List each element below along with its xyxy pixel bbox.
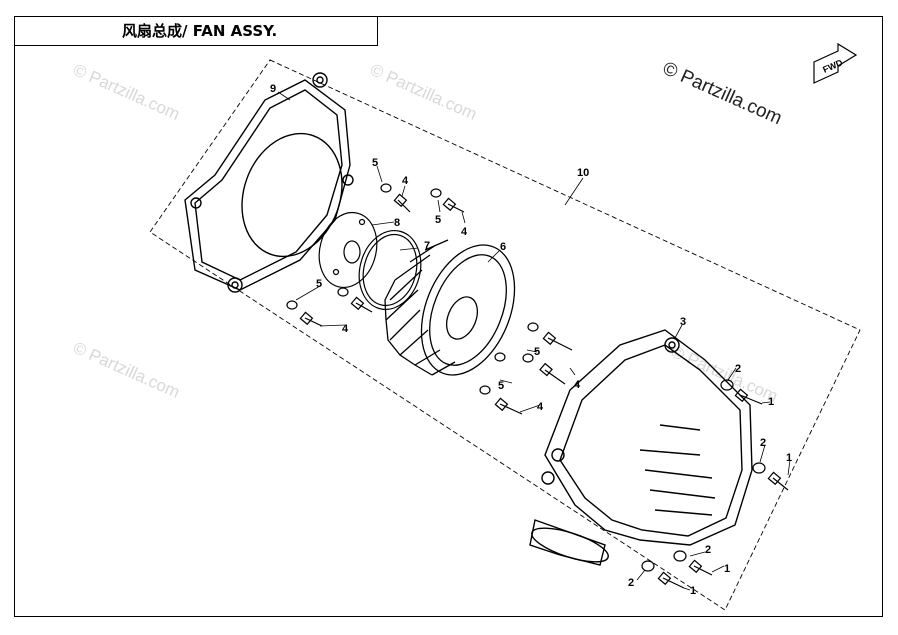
callout-2: 2 [760,437,766,449]
assembly-outline [149,59,861,611]
callout-5: 5 [316,278,322,290]
callout-5: 5 [534,346,540,358]
callout-1: 1 [690,585,696,597]
fastener-set [286,183,789,589]
callout-9: 9 [270,83,276,95]
cooling-fan-wheel [384,239,516,376]
callout-10: 10 [577,167,589,179]
callout-2: 2 [735,363,741,375]
callout-numbers: 10 9 8 7 6 3 5 4 5 4 5 4 5 4 5 4 2 1 2 1… [270,83,792,597]
callout-1: 1 [786,452,792,464]
callout-4: 4 [342,323,349,335]
fwd-arrow-icon: FWD [813,42,858,84]
callout-5: 5 [498,380,504,392]
callout-2: 2 [705,544,711,556]
leader-lines [277,91,791,591]
callout-1: 1 [724,563,730,575]
callout-4: 4 [574,379,581,391]
callout-1: 1 [768,396,774,408]
callout-7: 7 [424,240,430,252]
callout-4: 4 [537,401,544,413]
callout-4: 4 [402,175,409,187]
callout-3: 3 [680,316,686,328]
fan-plate [318,211,378,289]
callout-4: 4 [461,226,468,238]
fan-cover [529,329,753,566]
callout-6: 6 [500,241,506,253]
callout-2: 2 [628,577,634,589]
callout-5: 5 [435,214,441,226]
callout-5: 5 [372,157,378,169]
fan-shroud-plate [184,72,354,293]
diagram-frame [14,16,883,617]
callout-8: 8 [394,217,400,229]
diagram-title: 风扇总成/ FAN ASSY. [14,16,378,46]
